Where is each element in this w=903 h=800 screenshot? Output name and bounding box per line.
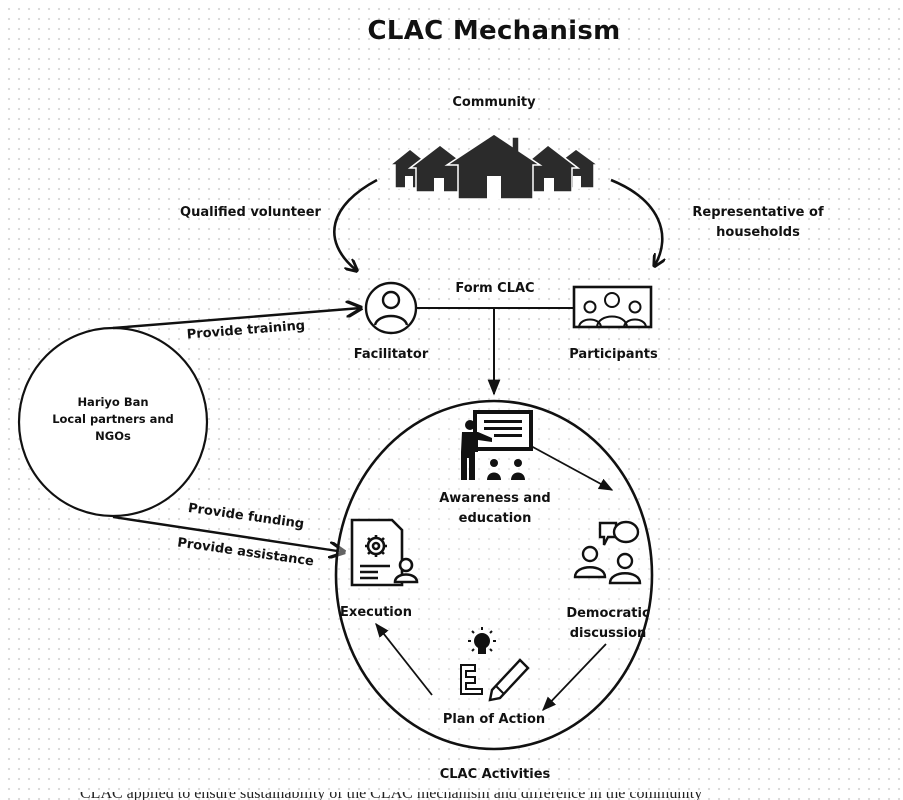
participants-label: Participants	[569, 347, 658, 362]
democratic-line1: Democratic	[566, 606, 650, 621]
partners-line3: NGOs	[95, 429, 131, 443]
partners-line2: Local partners and	[52, 412, 174, 426]
activities-label: CLAC Activities	[439, 767, 551, 782]
discussion-icon	[573, 520, 642, 585]
user-circle-icon	[364, 281, 418, 335]
facilitator-label: Facilitator	[353, 347, 429, 362]
partners-label: Hariyo Ban Local partners and NGOs	[30, 394, 196, 445]
execution-label: Execution	[340, 605, 412, 620]
partners-line1: Hariyo Ban	[77, 395, 149, 409]
arrow-democratic-to-plan	[542, 643, 607, 712]
teacher-board-icon	[461, 410, 533, 480]
plan-label: Plan of Action	[442, 712, 546, 727]
awareness-label: Awareness and education	[420, 489, 570, 529]
footer-caption-clip: CLAC applied to ensure sustainability of…	[0, 792, 903, 800]
group-icon	[572, 285, 653, 329]
qualified-volunteer-label: Qualified volunteer	[180, 205, 321, 220]
diagram-title: CLAC Mechanism	[367, 16, 621, 46]
arrow-provide-funding	[112, 515, 344, 552]
footer-caption: CLAC applied to ensure sustainability of…	[80, 792, 702, 800]
document-gear-icon	[350, 518, 419, 587]
arrow-provide-training	[112, 308, 361, 330]
awareness-line1: Awareness and	[439, 491, 551, 506]
activities-circle	[334, 399, 654, 751]
idea-plan-icon	[460, 627, 530, 702]
democratic-line2: discussion	[569, 626, 647, 641]
arrow-plan-to-execution	[375, 622, 433, 696]
representative-label: Representative of households	[672, 203, 844, 243]
arrow-awareness-to-democratic	[530, 445, 614, 491]
representative-line2: households	[716, 225, 800, 240]
democratic-label: Democratic discussion	[553, 604, 663, 644]
representative-line1: Representative of	[692, 205, 824, 220]
arrow-representative	[610, 178, 662, 265]
arrow-qualified-volunteer	[333, 178, 378, 270]
houses-icon	[387, 133, 601, 200]
community-label: Community	[452, 95, 536, 110]
awareness-line2: education	[458, 511, 532, 526]
form-clac-label: Form CLAC	[455, 281, 535, 296]
